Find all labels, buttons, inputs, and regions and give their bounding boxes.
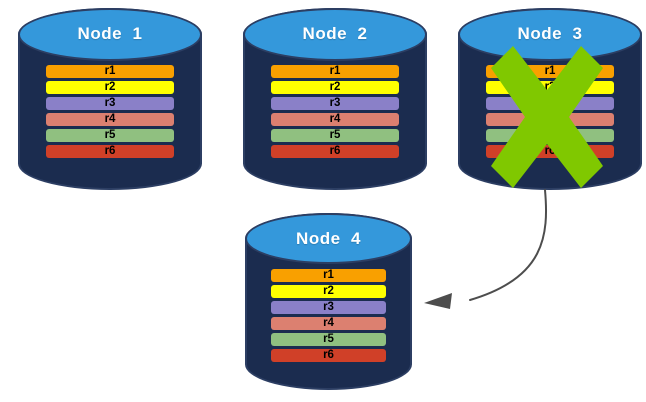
row-label: r5 <box>329 128 341 141</box>
row-bar-r4[interactable]: r4 <box>271 113 399 126</box>
row-bar-r2[interactable]: r2 <box>271 285 386 298</box>
row-label: r3 <box>329 96 341 109</box>
row-label: r1 <box>323 268 334 281</box>
row-bar-r5[interactable]: r5 <box>486 129 614 142</box>
node-title: Node 3 <box>517 24 583 44</box>
row-bar-r1[interactable]: r1 <box>46 65 174 78</box>
row-stack: r1 r2 r3 r4 r5 r6 <box>46 65 174 158</box>
row-stack: r1 r2 r3 r4 r5 r6 <box>486 65 614 158</box>
node-title: Node 2 <box>302 24 368 44</box>
row-bar-r3[interactable]: r3 <box>486 97 614 110</box>
row-bar-r3[interactable]: r3 <box>271 301 386 314</box>
row-bar-r6[interactable]: r6 <box>271 349 386 362</box>
row-label: r2 <box>104 80 116 93</box>
row-label: r5 <box>544 128 556 141</box>
row-bar-r1[interactable]: r1 <box>486 65 614 78</box>
row-label: r5 <box>104 128 116 141</box>
row-bar-r4[interactable]: r4 <box>46 113 174 126</box>
row-label: r4 <box>104 112 116 125</box>
row-label: r4 <box>329 112 341 125</box>
row-bar-r2[interactable]: r2 <box>46 81 174 94</box>
cylinder-top-disc: Node 1 <box>18 8 202 61</box>
row-label: r5 <box>323 332 334 345</box>
cylinder-top-disc: Node 2 <box>243 8 427 61</box>
row-label: r4 <box>544 112 556 125</box>
row-label: r6 <box>329 144 341 157</box>
cylinder-top-disc: Node 4 <box>245 213 412 265</box>
row-bar-r2[interactable]: r2 <box>271 81 399 94</box>
row-label: r6 <box>104 144 116 157</box>
node-title: Node 4 <box>296 228 361 248</box>
row-bar-r3[interactable]: r3 <box>271 97 399 110</box>
row-label: r4 <box>323 316 334 329</box>
row-bar-r3[interactable]: r3 <box>46 97 174 110</box>
row-bar-r4[interactable]: r4 <box>271 317 386 330</box>
row-label: r2 <box>329 80 341 93</box>
row-label: r1 <box>104 64 116 77</box>
row-label: r3 <box>544 96 556 109</box>
row-bar-r6[interactable]: r6 <box>46 145 174 158</box>
cylinder-top-disc: Node 3 <box>458 8 642 61</box>
row-label: r3 <box>104 96 116 109</box>
row-bar-r5[interactable]: r5 <box>271 129 399 142</box>
row-label: r6 <box>323 348 334 361</box>
row-bar-r6[interactable]: r6 <box>271 145 399 158</box>
row-bar-r1[interactable]: r1 <box>271 65 399 78</box>
row-bar-r2[interactable]: r2 <box>486 81 614 94</box>
row-label: r3 <box>323 300 334 313</box>
row-bar-r4[interactable]: r4 <box>486 113 614 126</box>
node-cylinder-node3[interactable]: Node 3 r1 r2 r3 r4 r5 r6 <box>458 8 642 190</box>
row-bar-r5[interactable]: r5 <box>46 129 174 142</box>
row-stack: r1 r2 r3 r4 r5 r6 <box>271 269 386 362</box>
row-bar-r5[interactable]: r5 <box>271 333 386 346</box>
row-label: r1 <box>544 64 556 77</box>
row-stack: r1 r2 r3 r4 r5 r6 <box>271 65 399 158</box>
row-bar-r1[interactable]: r1 <box>271 269 386 282</box>
row-label: r1 <box>329 64 341 77</box>
node-cylinder-node4[interactable]: Node 4 r1 r2 r3 r4 r5 r6 <box>245 213 412 390</box>
row-label: r6 <box>544 144 556 157</box>
row-label: r2 <box>544 80 556 93</box>
node-title: Node 1 <box>77 24 143 44</box>
node-cylinder-node1[interactable]: Node 1 r1 r2 r3 r4 r5 r6 <box>18 8 202 190</box>
row-label: r2 <box>323 284 334 297</box>
node-cylinder-node2[interactable]: Node 2 r1 r2 r3 r4 r5 r6 <box>243 8 427 190</box>
row-bar-r6[interactable]: r6 <box>486 145 614 158</box>
